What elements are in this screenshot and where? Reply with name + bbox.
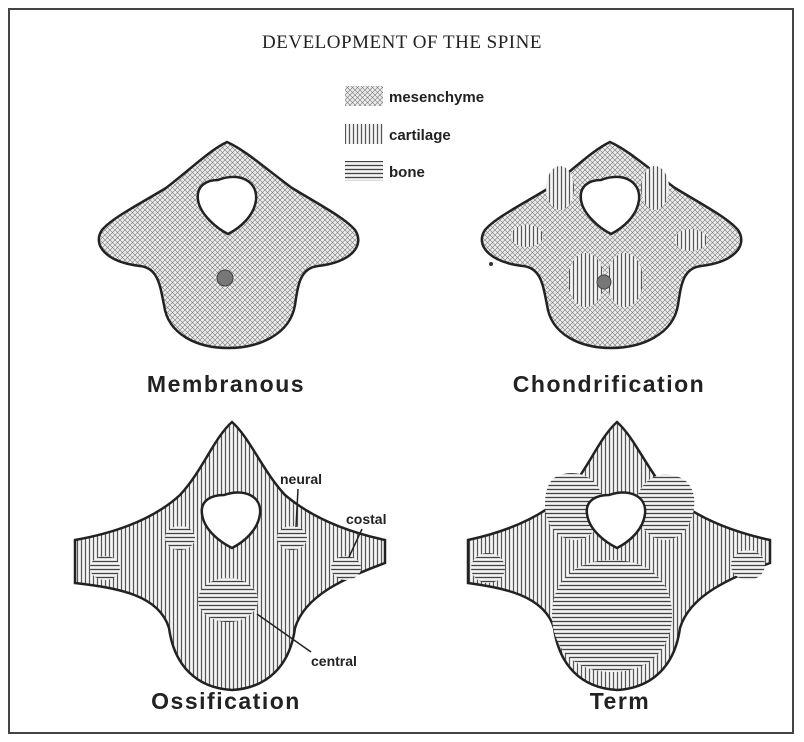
bone-swatch bbox=[345, 161, 383, 181]
bone-area-costal-right bbox=[731, 550, 765, 580]
figure-title: DEVELOPMENT OF THE SPINE bbox=[262, 32, 542, 53]
stage-label-membranous: Membranous bbox=[147, 371, 305, 397]
notochord-membranous bbox=[217, 270, 233, 286]
ink-speck bbox=[489, 262, 493, 266]
mesenchyme-swatch bbox=[345, 86, 383, 106]
bone-center-costal-left bbox=[90, 556, 120, 580]
notochord-chondrification bbox=[597, 275, 611, 289]
stage-label-chondrification: Chondrification bbox=[513, 371, 705, 397]
cartilage-swatch bbox=[345, 124, 383, 144]
cartilage-center-costal-left bbox=[511, 225, 543, 247]
cartilage-center-central-right bbox=[607, 253, 643, 307]
legend-label-bone: bone bbox=[389, 164, 425, 181]
cartilage-center-costal-right bbox=[675, 229, 707, 251]
bone-center-central bbox=[198, 578, 258, 622]
bone-center-neural-right bbox=[277, 526, 307, 550]
cartilage-center-neural-left bbox=[546, 166, 574, 210]
stage-label-ossification: Ossification bbox=[151, 688, 301, 714]
panel-membranous: Membranous bbox=[99, 142, 358, 397]
legend-item-bone: bone bbox=[345, 161, 425, 181]
cartilage-center-neural-right bbox=[641, 166, 669, 210]
panel-chondrification: Chondrification bbox=[482, 142, 741, 397]
annotation-costal: costal bbox=[346, 511, 386, 527]
vertebra-outline-membranous bbox=[99, 142, 358, 348]
legend-label-cartilage: cartilage bbox=[389, 127, 451, 144]
legend-label-mesenchyme: mesenchyme bbox=[389, 89, 484, 106]
annotation-neural: neural bbox=[280, 471, 322, 487]
bone-area-costal-left bbox=[471, 553, 505, 583]
bone-area-central bbox=[552, 560, 672, 672]
bone-center-neural-left bbox=[165, 526, 195, 550]
panel-term: Term bbox=[468, 422, 770, 714]
panel-ossification: neural costal central Ossification bbox=[75, 422, 386, 714]
bone-center-costal-right bbox=[331, 556, 361, 580]
annotation-central: central bbox=[311, 653, 357, 669]
legend: mesenchyme cartilage bone bbox=[345, 86, 484, 181]
legend-item-mesenchyme: mesenchyme bbox=[345, 86, 484, 106]
vertebra-outline-ossification bbox=[75, 422, 385, 690]
stage-label-term: Term bbox=[590, 688, 651, 714]
legend-item-cartilage: cartilage bbox=[345, 124, 451, 144]
